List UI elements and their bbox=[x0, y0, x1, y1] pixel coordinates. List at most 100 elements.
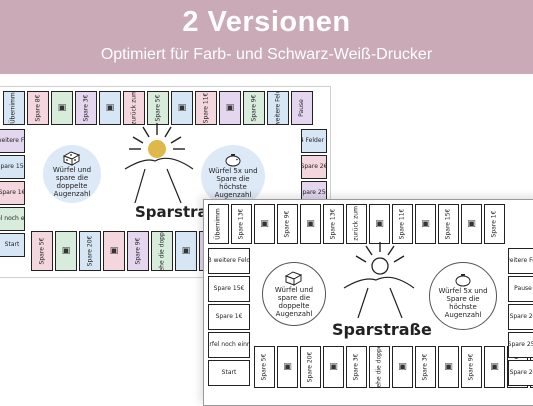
bw-right-cell: Pause bbox=[508, 276, 533, 302]
board-pictogram-icon: ▣ bbox=[105, 103, 115, 113]
color-top-cell: Spare 11€ bbox=[195, 91, 217, 125]
sun-landscape-illustration bbox=[124, 123, 194, 204]
bw-bottom-cell: Spare 20€ bbox=[300, 346, 321, 388]
color-top-cell: Gehe zurück zum Start bbox=[123, 91, 145, 125]
color-top-cell-label: Spare 3€ bbox=[82, 94, 89, 122]
bw-bottom-cell: ▣ bbox=[392, 346, 413, 388]
board-pictogram-icon: ▣ bbox=[225, 103, 235, 113]
board-pictogram-icon: ▣ bbox=[177, 103, 187, 113]
color-left-cell: Spare 15€ bbox=[0, 155, 25, 179]
color-top-cell-label: Spare 8€ bbox=[34, 94, 41, 122]
bw-right-cell-label: Spare 25€ bbox=[508, 341, 533, 348]
board-pictogram-icon: ▣ bbox=[306, 219, 315, 229]
bw-left-cell: Spare 15€ bbox=[208, 276, 250, 302]
bw-top-cell-label: Spare 15€ bbox=[444, 208, 452, 240]
color-top-cell: Spare 8€ bbox=[27, 91, 49, 125]
color-top-cell: Spare 9€ bbox=[243, 91, 265, 125]
color-top-cell: Spare 3€ bbox=[75, 91, 97, 125]
color-bottom-cell: Spare 5€ bbox=[31, 231, 53, 271]
bw-bottom-cell: ▣ bbox=[484, 346, 505, 388]
bw-top-cell: ▣ bbox=[415, 204, 436, 244]
bw-top-cell: Spare 1€ bbox=[484, 204, 505, 244]
bw-top-cell: ▣ bbox=[369, 204, 390, 244]
color-right-cell-label: Gehe 4 Felder zurück bbox=[302, 137, 326, 144]
color-left-cell-label: Gehe 3 weitere Felder vor bbox=[0, 137, 24, 144]
bw-bottom-cell-label: Würfel & gehe die doppelte Anzahl bbox=[376, 347, 383, 387]
color-right-cell-label: Spare 25€ bbox=[302, 189, 326, 196]
bw-top-cell: Spare 15€ bbox=[438, 204, 459, 244]
color-bottom-cell: Würfel & gehe die doppelte Anzahl bbox=[151, 231, 173, 271]
bw-top-cell-label: Gehe zurück zum Start bbox=[352, 204, 360, 244]
board-pictogram-icon: ▣ bbox=[260, 219, 269, 229]
color-bottom-cell: Spare 20€ bbox=[79, 231, 101, 271]
color-bottom-cell: ▣ bbox=[55, 231, 77, 271]
bw-left-cell: Start bbox=[208, 360, 250, 386]
bw-bottom-cell: Würfel & gehe die doppelte Anzahl bbox=[369, 346, 390, 388]
color-bottom-cell-label: Spare 5€ bbox=[38, 237, 45, 265]
page-subtitle: Optimiert für Farb- und Schwarz-Weiß-Dru… bbox=[100, 46, 433, 63]
dice-icon bbox=[284, 271, 303, 286]
page-title: 2 Versionen bbox=[182, 6, 351, 38]
piggy-bank-icon bbox=[225, 154, 241, 167]
board-pictogram-icon: ▣ bbox=[181, 246, 191, 256]
color-left-cell-label: Spare 1€ bbox=[0, 189, 25, 196]
bw-bottom-cell: ▣ bbox=[323, 346, 344, 388]
color-bottom-cell: Spare 9€ bbox=[127, 231, 149, 271]
color-left-cell: Spare 1€ bbox=[0, 181, 25, 205]
board-pictogram-icon: ▣ bbox=[375, 219, 384, 229]
bw-top-cell: Spare 9€ bbox=[277, 204, 298, 244]
bw-top-cell-label: Spare 1€ bbox=[490, 210, 498, 238]
color-top-cell: ▣ bbox=[219, 91, 241, 125]
bw-top-cell-label: Spare 11€ bbox=[398, 208, 406, 240]
bw-bottom-cell-label: Spare 3€ bbox=[352, 353, 360, 381]
board-pictogram-icon: ▣ bbox=[490, 362, 499, 372]
bw-board-title: Sparstraße bbox=[332, 320, 432, 339]
board-pictogram-icon: ▣ bbox=[398, 362, 407, 372]
bw-bottom-cell-label: Spare 5€ bbox=[260, 353, 268, 381]
board-pictogram-icon: ▣ bbox=[444, 362, 453, 372]
bw-left-cell-label: Spare 1€ bbox=[215, 313, 243, 320]
color-top-cell: Würfel 4 weitere Felder gegen bbox=[267, 91, 289, 125]
color-game-board: Übernimm Spare 8€ ▣ Spare 3€ ▣ Gehe zurück zu… bbox=[0, 86, 331, 278]
color-bottom-cell: ▣ bbox=[103, 231, 125, 271]
bw-left-cell: Würfel noch einmal bbox=[208, 332, 250, 358]
header-banner: 2 Versionen Optimiert für Farb- und Schw… bbox=[0, 0, 533, 74]
bw-top-cell-label: Spare 13€ bbox=[329, 208, 337, 240]
color-top-cell: Spare 5€ bbox=[147, 91, 169, 125]
board-pictogram-icon: ▣ bbox=[329, 362, 338, 372]
color-top-cell-label: Übernimm bbox=[10, 92, 18, 124]
board-pictogram-icon: ▣ bbox=[421, 219, 430, 229]
bw-game-board: Übernimm Spare 13€ ▣ Spare 9€ ▣ Spare 13€ Gehe… bbox=[203, 199, 533, 406]
bw-top-cell-label: Spare 9€ bbox=[283, 210, 291, 238]
bw-bottom-cell: ▣ bbox=[277, 346, 298, 388]
board-pictogram-icon: ▣ bbox=[57, 103, 67, 113]
color-right-cell: Gehe 4 Felder zurück bbox=[301, 129, 327, 153]
bw-bottom-cell: Spare 3€ bbox=[415, 346, 436, 388]
center-left-text: Würfel und spare die doppelte Augenzahl bbox=[52, 166, 92, 198]
bw-center-right-text: Würfel 5x und Spare die höchste Augenzah… bbox=[438, 287, 488, 319]
bw-right-cell-label: Spare 2€ bbox=[509, 313, 533, 320]
bw-left-cell-label: Start bbox=[221, 369, 237, 376]
bw-bottom-cell-label: Spare 9€ bbox=[467, 353, 475, 381]
bw-center-left-text: Würfel und spare die doppelte Augenzahl bbox=[274, 286, 314, 318]
center-right-text: Würfel 5x und Spare die höchste Augenzah… bbox=[208, 167, 258, 199]
bw-left-cell-label: Gehe 3 weitere Felder vor bbox=[208, 257, 250, 264]
bw-top-cell: Spare 11€ bbox=[392, 204, 413, 244]
bw-sun-landscape-illustration bbox=[343, 242, 415, 319]
color-left-cell: Würfel noch einmal bbox=[0, 207, 25, 231]
bw-right-cell-label: Würfel 4 weitere Felder gegen bbox=[509, 257, 533, 264]
color-top-cell: ▣ bbox=[51, 91, 73, 125]
color-bottom-cell-label: Spare 9€ bbox=[134, 237, 141, 265]
bw-top-cell: Spare 13€ bbox=[231, 204, 252, 244]
bw-center-right-circle: Würfel 5x und Spare die höchste Augenzah… bbox=[429, 262, 497, 330]
bw-center-left-circle: Würfel und spare die doppelte Augenzahl bbox=[262, 262, 326, 326]
bw-left-cell: Gehe 3 weitere Felder vor bbox=[208, 248, 250, 274]
color-right-cell-label: Spare 2€ bbox=[301, 163, 327, 170]
color-left-cell-label: Spare 15€ bbox=[0, 163, 24, 170]
bw-top-cell-label: Übernimm bbox=[214, 208, 222, 240]
bw-bottom-cell: Spare 9€ bbox=[461, 346, 482, 388]
board-pictogram-icon: ▣ bbox=[61, 246, 71, 256]
color-top-cell-label: Pause bbox=[298, 99, 305, 117]
bw-top-cell: Übernimm bbox=[208, 204, 229, 244]
color-top-cell: Übernimm bbox=[3, 91, 25, 125]
